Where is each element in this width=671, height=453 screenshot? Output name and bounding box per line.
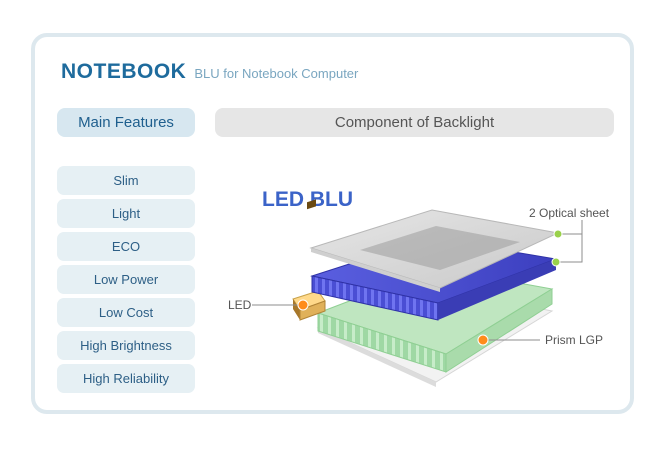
feature-item-high-reliability[interactable]: High Reliability xyxy=(57,364,195,393)
diffuser-shadow xyxy=(360,226,520,270)
optical-callout-line xyxy=(556,233,583,263)
led-bar-front xyxy=(299,300,326,321)
feature-item-eco[interactable]: ECO xyxy=(57,232,195,261)
prism-lgp-label: Prism LGP xyxy=(545,333,603,347)
feature-item-high-brightness[interactable]: High Brightness xyxy=(57,331,195,360)
brand-title: NOTEBOOK xyxy=(61,60,187,83)
optical-callout-dot-bottom xyxy=(551,257,561,267)
tab-component-label: Component of Backlight xyxy=(334,114,495,131)
optical-sheet-label: 2 Optical sheet xyxy=(529,206,610,220)
optical-callout-dot-top xyxy=(553,229,563,239)
feature-item-slim[interactable]: Slim xyxy=(57,166,195,195)
feature-list: Slim Light ECO Low Power Low Cost High B… xyxy=(57,166,195,397)
led-chip xyxy=(307,199,316,210)
diffuser-edge xyxy=(311,248,440,292)
light-guide-plate-side xyxy=(445,288,553,373)
tab-main-features-label: Main Features xyxy=(78,114,174,131)
diagram-title: LED BLU xyxy=(262,188,353,211)
feature-item-low-power[interactable]: Low Power xyxy=(57,265,195,294)
led-bar-end xyxy=(293,299,300,320)
tab-main-features[interactable]: Main Features xyxy=(57,108,195,137)
led-blu-diagram: LED BLU 2 Optical sheet LED Prism LGP xyxy=(228,188,610,387)
led-callout-dot xyxy=(297,299,309,311)
brand-subtitle: BLU for Notebook Computer xyxy=(194,66,359,81)
feature-item-low-cost[interactable]: Low Cost xyxy=(57,298,195,327)
tab-component-of-backlight[interactable]: Component of Backlight xyxy=(215,108,614,137)
led-label: LED xyxy=(228,298,252,312)
reflector-edge xyxy=(318,328,436,387)
header: NOTEBOOK BLU for Notebook Computer xyxy=(61,60,358,84)
prism-sheet-side xyxy=(438,259,556,320)
prism-callout-dot xyxy=(477,334,489,346)
feature-item-light[interactable]: Light xyxy=(57,199,195,228)
